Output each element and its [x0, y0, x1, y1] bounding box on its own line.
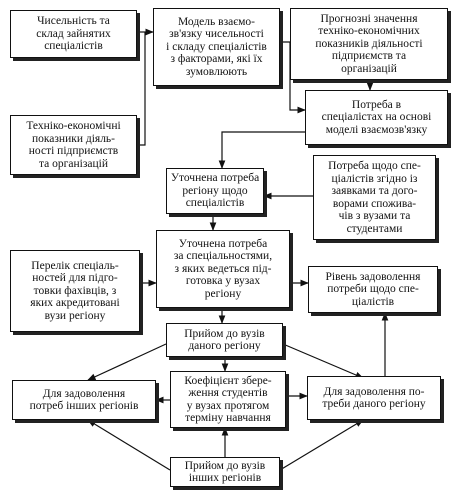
box-riven-text: Рівень задоволення потреби щодо спе- ціа… [325, 270, 421, 308]
arrow-pryiom2-to-inshykh [87, 419, 171, 471]
box-prognoz: Прогнозні значення техніко-економічних п… [290, 8, 448, 80]
box-utochnena1-text: Уточнена потреба регіону щодо спеціаліст… [170, 172, 260, 210]
box-pryiom2-text: Прийом до вузів інших регіонів [184, 459, 266, 485]
box-tekhno: Техніко-економічні показники діяль- ност… [10, 115, 137, 175]
box-chyselnist-text: Чисельність та склад зайнятих спеціаліст… [36, 15, 111, 53]
box-prognoz-text: Прогнозні значення техніко-економічних п… [315, 12, 423, 75]
box-danoho: Для задоволення по- треби даного регіону [307, 376, 441, 420]
arrow-pryiom1-to-danoho [282, 343, 364, 379]
box-potreba-zayavky-text: Потреба щодо спе- ціалістів згідно із за… [328, 160, 421, 235]
box-inshykh-text: Для задоволення потреб інших регіонів [29, 387, 139, 413]
box-koef: Коефіцієнт збере- ження студентів у вуза… [170, 371, 286, 428]
box-chyselnist: Чисельність та склад зайнятих спеціаліст… [10, 10, 137, 58]
box-pryiom2: Прийом до вузів інших регіонів [170, 457, 280, 487]
box-tekhno-text: Техніко-економічні показники діяль- ност… [26, 120, 121, 170]
box-riven: Рівень задоволення потреби щодо спе- ціа… [308, 266, 438, 313]
box-pryiom1: Прийом до вузів даного регіону [166, 323, 283, 357]
arrow-pryiom2-to-danoho [279, 419, 364, 471]
box-potreba-zayavky: Потреба щодо спе- ціалістів згідно із за… [313, 155, 436, 240]
box-inshykh: Для задоволення потреб інших регіонів [12, 380, 156, 420]
arrow-tekhno-to-model [137, 32, 146, 146]
box-utochnena2-text: Уточнена потреба за спеціальностями, з я… [173, 237, 273, 300]
box-koef-text: Коефіцієнт збере- ження студентів у вуза… [184, 374, 272, 425]
arrow-pryiom1-to-inshykh [87, 343, 167, 381]
box-utochnena2: Уточнена потреба за спеціальностями, з я… [156, 230, 290, 308]
arrow-potreba-to-utochnena1 [218, 131, 305, 169]
box-perelik-text: Перелік спеціаль- ностей для підго- товк… [30, 259, 120, 322]
box-model-text: Модель взаємо- зв'язку чисельності і скл… [166, 15, 267, 78]
box-potreba-model-text: Потреба в спеціалістах на основі моделі … [321, 98, 432, 136]
box-danoho-text: Для задоволення по- треби даного регіону [322, 385, 426, 411]
box-model: Модель взаємо- зв'язку чисельності і скл… [153, 8, 280, 86]
box-perelik: Перелік спеціаль- ностей для підго- товк… [10, 250, 140, 332]
box-pryiom1-text: Прийом до вузів даного регіону [184, 327, 265, 353]
box-potreba-model: Потреба в спеціалістах на основі моделі … [305, 90, 448, 145]
box-utochnena1: Уточнена потреба регіону щодо спеціаліст… [166, 168, 264, 214]
